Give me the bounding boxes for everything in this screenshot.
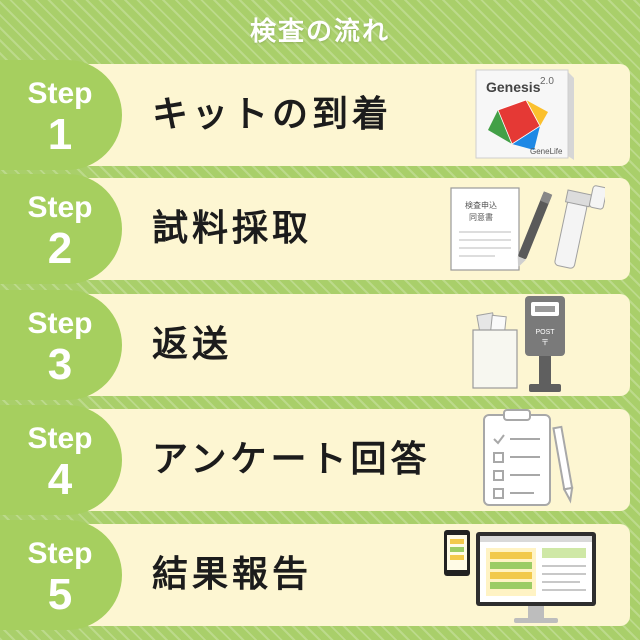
step-word: Step (27, 77, 93, 110)
step-number: 1 (47, 110, 73, 159)
step-5: Step 5 結果報告 (0, 520, 640, 630)
step-badge: Step 5 (0, 520, 122, 630)
step-number: 5 (47, 570, 73, 619)
step-label: 結果報告 (152, 554, 313, 595)
step-label: 試料採取 (152, 208, 313, 249)
kit-brand: GeneLife (530, 147, 563, 156)
mailbox-label: POST (535, 329, 555, 336)
step-2: Step 2 試料採取 検査申込 同意書 (0, 174, 640, 284)
sample-collection-icon: 検査申込 同意書 (450, 185, 605, 271)
step-1: Step 1 キットの到着 Genesis 2.0 GeneLife (0, 60, 640, 170)
step-label: キットの到着 (152, 94, 393, 135)
step-label: アンケート回答 (152, 439, 431, 480)
step-badge: Step 2 (0, 174, 122, 284)
form-title: 検査申込 (465, 200, 497, 210)
step-4: Step 4 アンケート回答 (0, 405, 640, 515)
mailbox-icon: POST 〒 (472, 296, 565, 392)
clipboard-survey-icon (483, 409, 574, 506)
step-badge: Step 3 (0, 290, 122, 400)
monitor-report-icon (444, 530, 596, 623)
step-number: 4 (47, 455, 73, 504)
kit-version: 2.0 (540, 76, 554, 87)
step-word: Step (27, 537, 93, 570)
kit-box-icon: Genesis 2.0 GeneLife (475, 69, 574, 160)
step-number: 2 (47, 224, 73, 273)
step-badge: Step 4 (0, 405, 122, 515)
svg-text:〒: 〒 (541, 338, 549, 347)
kit-product: Genesis (486, 79, 541, 95)
step-badge: Step 1 (0, 60, 122, 170)
step-word: Step (27, 422, 93, 455)
step-word: Step (27, 191, 93, 224)
step-3: Step 3 返送 POST 〒 (0, 290, 640, 400)
page-title: 検査の流れ (249, 17, 390, 47)
step-label: 返送 (152, 324, 233, 365)
form-subtitle: 同意書 (469, 212, 493, 222)
step-number: 3 (47, 340, 73, 389)
step-word: Step (27, 307, 93, 340)
